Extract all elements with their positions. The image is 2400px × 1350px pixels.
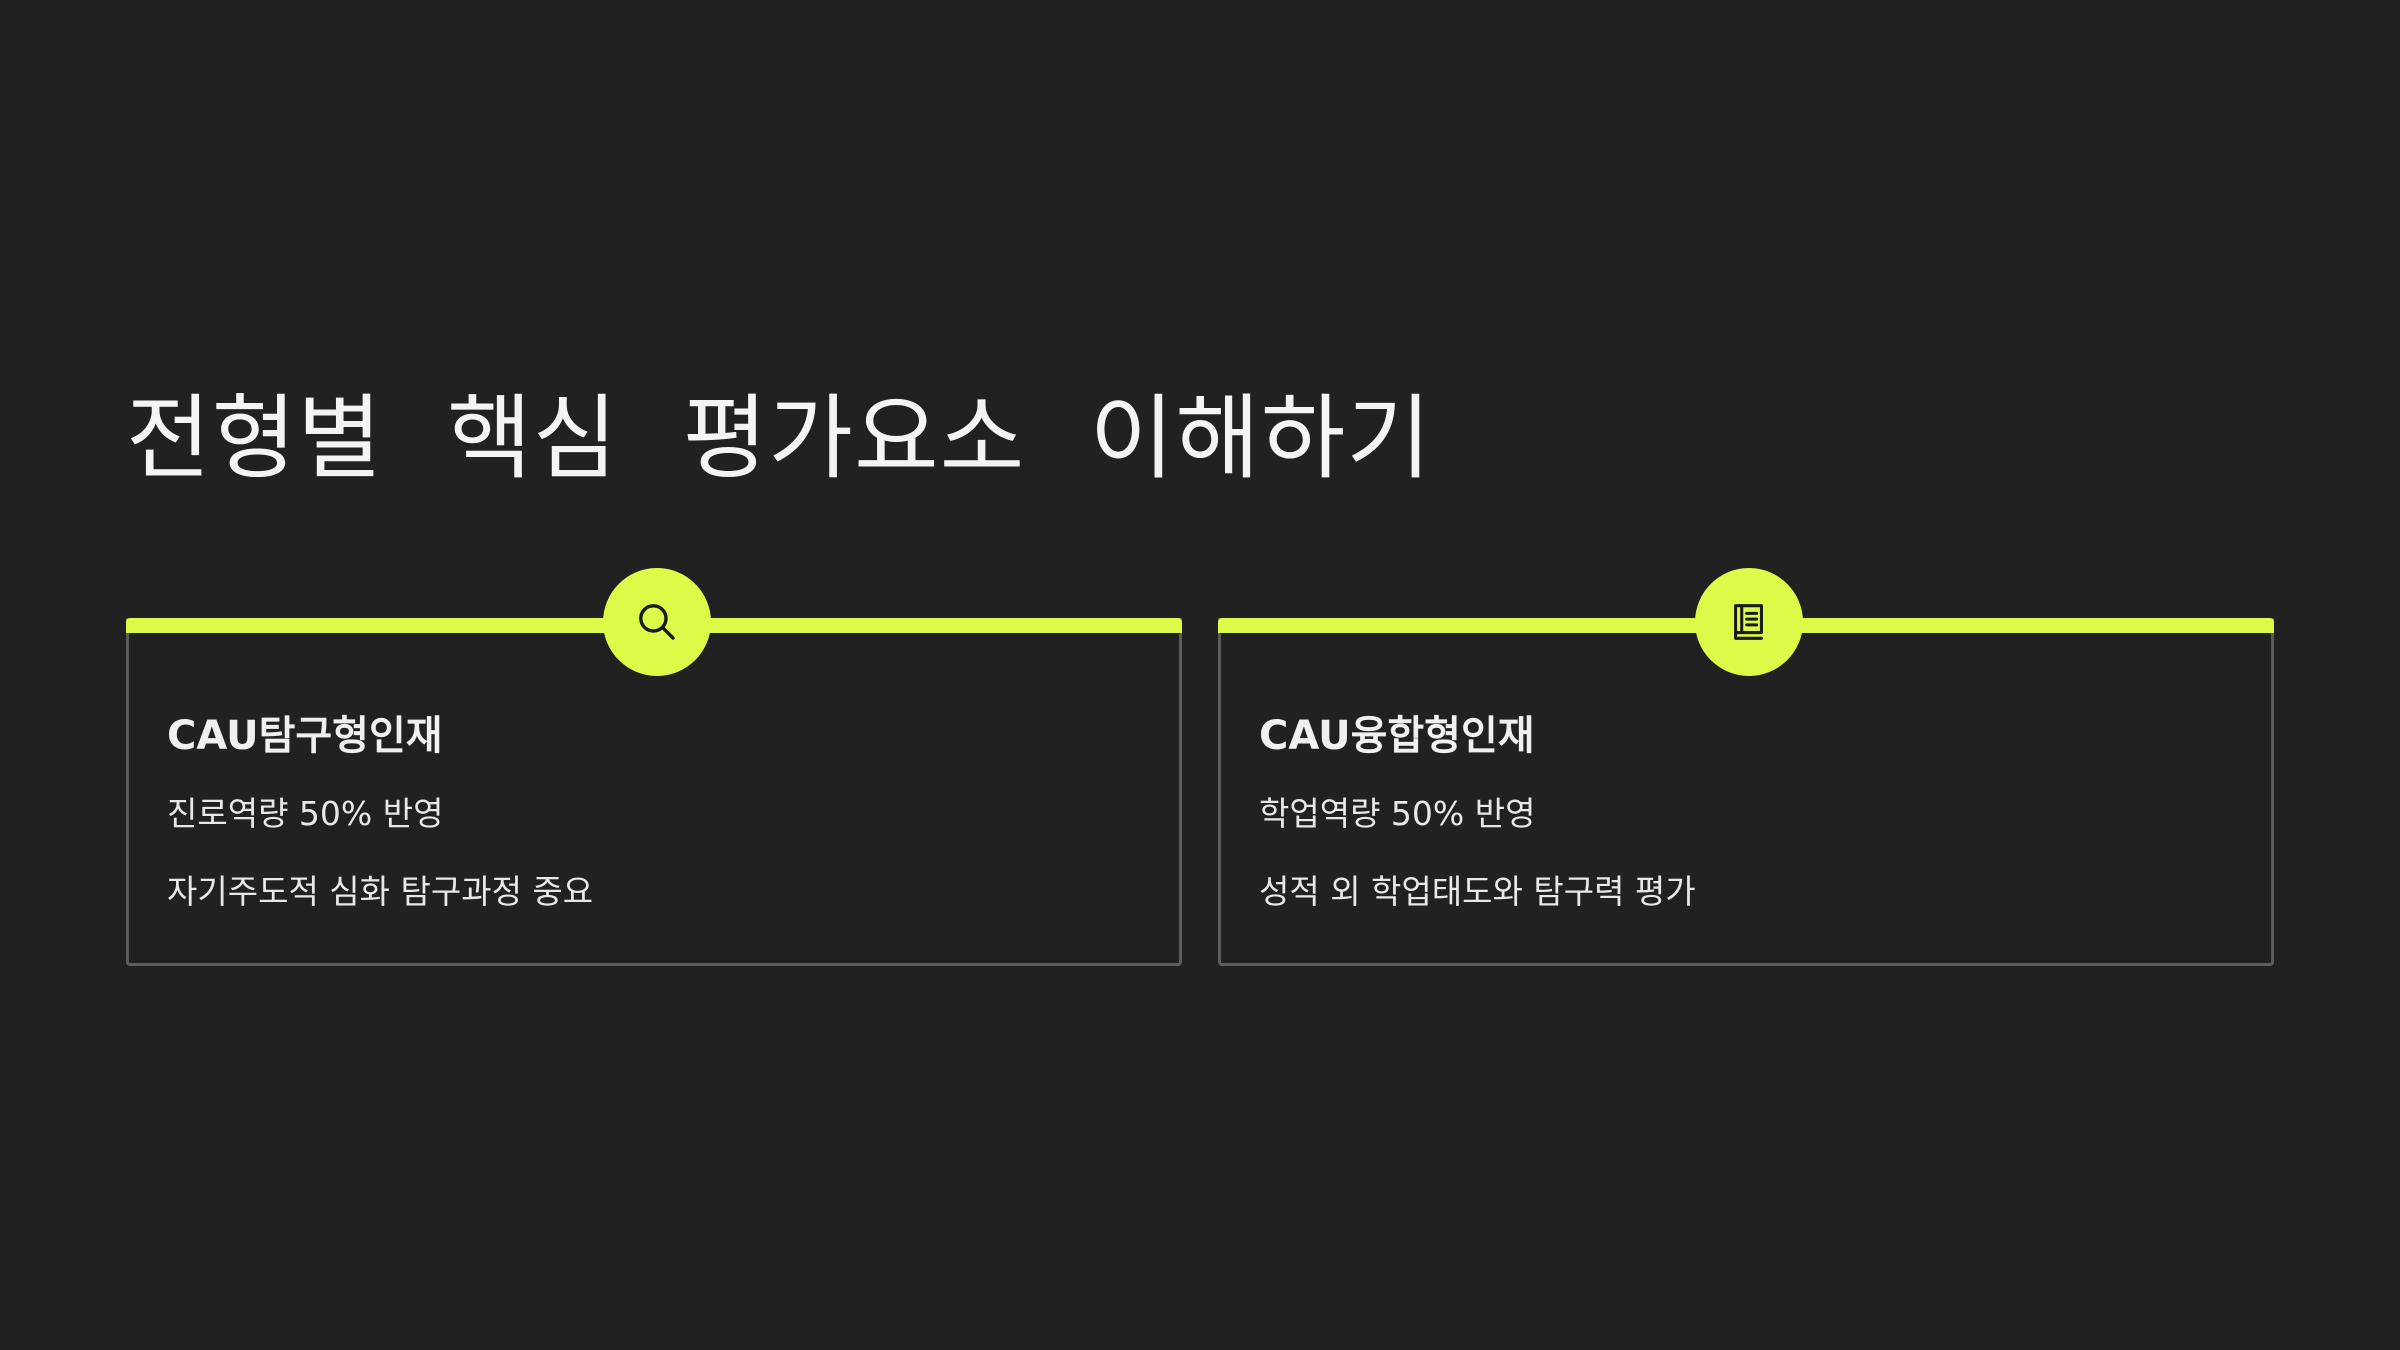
icon-badge bbox=[1695, 568, 1803, 676]
icon-badge bbox=[603, 568, 711, 676]
card-detail: 성적 외 학업태도와 탐구력 평가 bbox=[1259, 872, 1696, 911]
card-title: CAU융합형인재 bbox=[1259, 713, 1535, 759]
search-icon bbox=[639, 604, 675, 640]
card-title: CAU탐구형인재 bbox=[167, 713, 443, 759]
card-cau-convergence: CAU융합형인재 학업역량 50% 반영 성적 외 학업태도와 탐구력 평가 bbox=[1218, 568, 2274, 966]
card-detail: 자기주도적 심화 탐구과정 중요 bbox=[167, 872, 594, 911]
card-detail: 진로역량 50% 반영 bbox=[167, 794, 444, 833]
slide-title: 전형별 핵심 평가요소 이해하기 bbox=[126, 385, 1433, 492]
card-cau-inquiry: CAU탐구형인재 진로역량 50% 반영 자기주도적 심화 탐구과정 중요 bbox=[126, 568, 1182, 966]
book-icon bbox=[1734, 604, 1763, 640]
card-detail: 학업역량 50% 반영 bbox=[1259, 794, 1536, 833]
